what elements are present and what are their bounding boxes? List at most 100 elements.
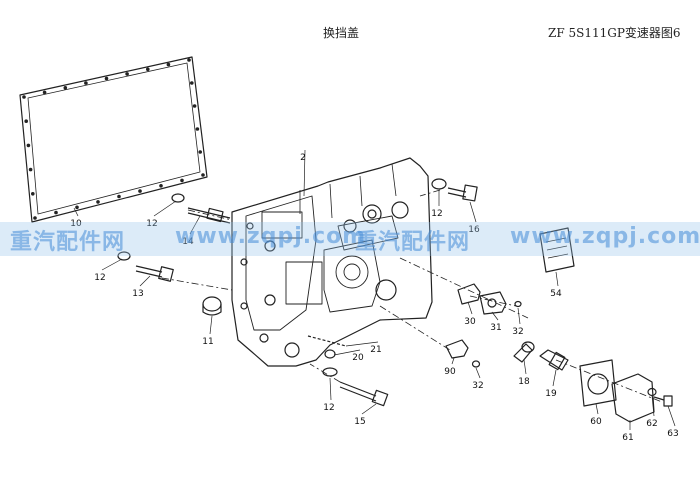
leader-line [451,357,455,365]
gasket-hole [22,95,26,99]
shift-cover-housing-2 [231,157,433,367]
gasket-hole [75,205,79,210]
cover-30 [457,283,481,305]
part-label-32: 32 [472,381,483,391]
gasket-hole [187,58,191,62]
watermark-url-1: www.zqpj.com [175,224,367,249]
leader-line [209,315,213,335]
part-label-18: 18 [518,377,530,387]
watermark-band [0,222,700,256]
cover-90 [445,339,469,359]
gasket-hole [84,81,88,85]
gasket-hole [198,150,202,154]
gasket-hole [192,104,197,108]
leader-line [153,200,177,217]
leader-line [651,395,655,417]
bolt-63 [653,395,673,407]
gasket-hole [180,178,184,183]
leader-line [345,341,379,347]
leader-line [467,301,473,315]
gasket-hole [104,76,109,81]
gasket-hole [117,194,121,199]
leader-line [469,201,477,223]
gasket-hole [26,143,31,148]
part-label-12: 12 [146,219,157,229]
part-label-13: 13 [132,289,143,299]
part-label-20: 20 [352,353,364,363]
part-label-63: 63 [667,429,678,439]
cover-61 [611,373,655,423]
gasket-hole [195,127,200,131]
leader-line [595,403,599,415]
gasket-31 [479,291,507,315]
part-label-30: 30 [464,317,476,327]
gasket-10 [19,56,208,223]
leader-line [555,271,559,287]
nameplate-54 [539,227,575,273]
switch-19 [539,349,569,371]
gasket-hole [31,192,35,196]
gasket-hole [138,189,142,193]
bolt-14 [171,193,231,224]
leader-line [329,377,332,401]
watermark-cn-1: 重汽配件网 [10,230,126,255]
part-label-16: 16 [468,225,480,235]
gasket-hole [166,62,171,67]
gasket-hole [33,216,37,220]
part-label-61: 61 [622,433,633,443]
plug-11 [202,296,222,316]
gasket-hole [96,200,100,204]
watermark-cn-2: 重汽配件网 [355,230,471,255]
bolt-16 [431,178,478,202]
part-label-90: 90 [444,367,456,377]
gasket-60 [579,359,617,407]
part-label-21: 21 [370,345,381,355]
part-label-32: 32 [512,327,523,337]
part-label-12: 12 [431,209,442,219]
part-label-12: 12 [94,273,105,283]
leader-line [189,215,201,235]
gasket-hole [190,81,194,85]
leader-line [523,359,527,375]
leader-line [333,349,361,356]
part-label-62: 62 [646,419,657,429]
gasket-hole [63,86,68,90]
plug-32-top [514,300,522,308]
leader-line [517,307,521,325]
watermark-url-2: www.zqpj.com [510,224,700,249]
leader-line [73,207,79,217]
leader-line [491,311,499,321]
part-label-60: 60 [590,417,602,427]
bolt-15 [322,367,389,407]
gasket-hole [28,167,33,172]
pin-20 [324,349,336,359]
gasket-hole [54,210,58,215]
page-title: 换挡盖 [323,26,360,40]
leader-line [552,369,557,387]
gasket-hole [24,119,29,123]
part-label-12: 12 [323,403,334,413]
gasket-hole [201,173,205,177]
leader-line [101,258,123,271]
leader-line [139,275,151,287]
gasket-hole [42,90,47,95]
part-label-19: 19 [545,389,557,399]
part-label-2: 2 [300,153,306,163]
part-label-11: 11 [202,337,213,347]
diagram-reference: ZF 5S111GP变速器图6 [548,26,681,40]
plug-32-bottom [471,360,481,368]
leader-lines [73,149,676,430]
gasket-hole [146,67,150,72]
bolt-13 [117,251,174,282]
gasket-bolt-holes [22,58,205,220]
screw-21 [307,335,347,347]
leader-line [303,149,306,197]
part-label-10: 10 [70,219,82,229]
leader-line [475,367,481,379]
lock-plate-18 [513,341,535,363]
leader-line [667,405,676,427]
part-label-14: 14 [182,237,194,247]
